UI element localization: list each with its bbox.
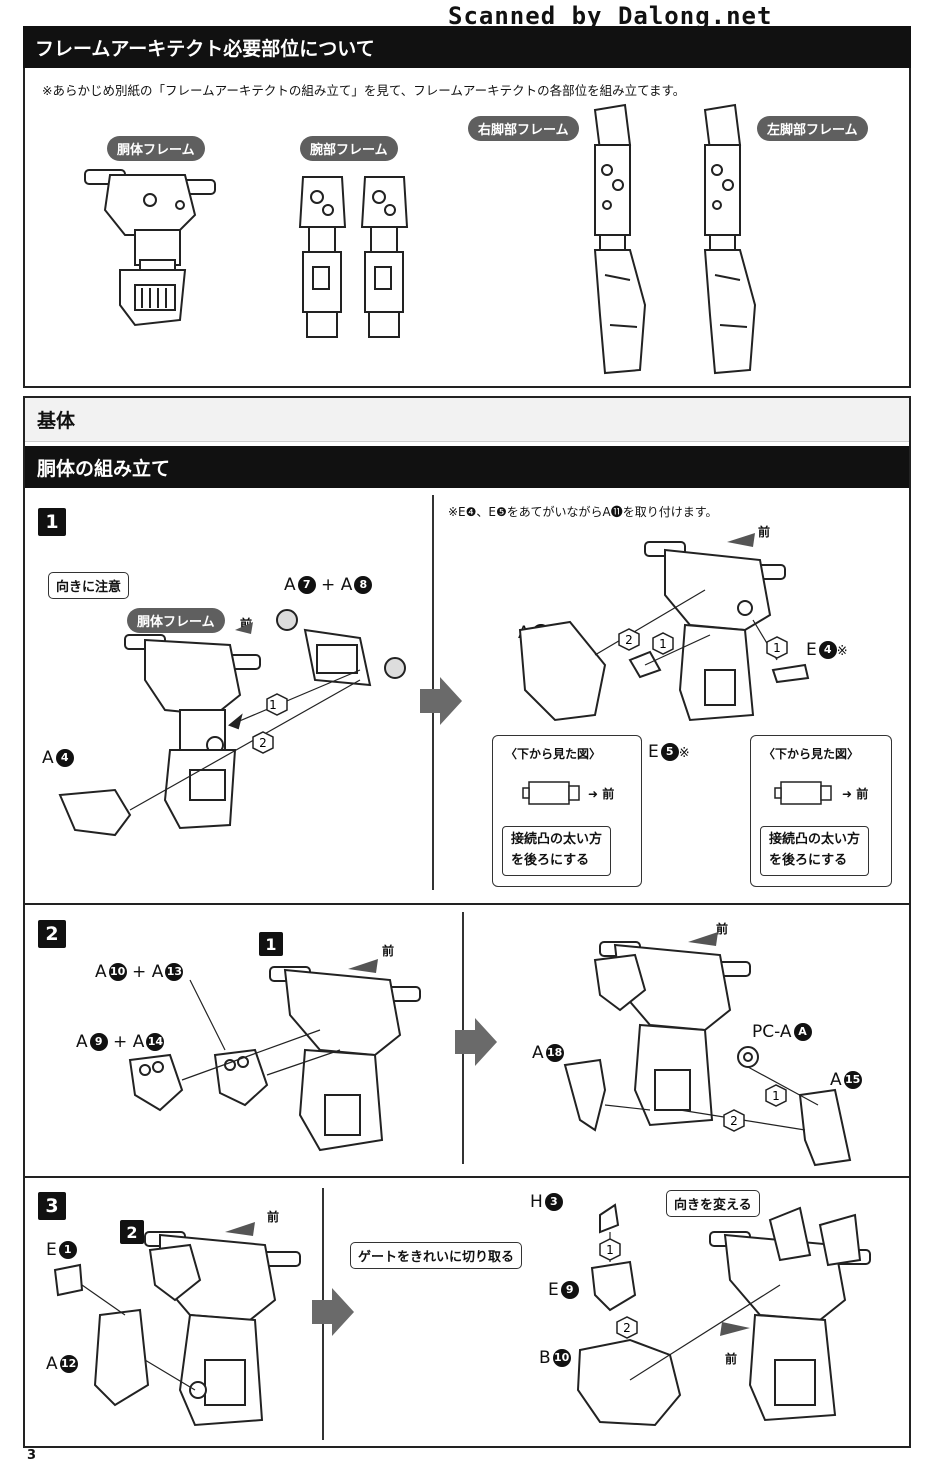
- step-1-right-front-label: 前: [758, 525, 771, 539]
- step-1-seq-1-e4: 1: [773, 641, 781, 655]
- step-3-flow-arrow: [312, 1288, 354, 1336]
- step-2-seq-2: 2: [730, 1114, 738, 1128]
- step-2-left-illustration: [128, 959, 421, 1152]
- frame-section-note: ※あらかじめ別紙の「フレームアーキテクトの組み立て」を見て、フレームアーキテクト…: [42, 83, 686, 98]
- part-pill-right-leg-frame: 右脚部フレーム: [468, 116, 579, 141]
- step-3-right-illustration: 1 2: [576, 1203, 871, 1427]
- step-2-ref-number: 1: [259, 932, 283, 956]
- bottom-view-note-left: 接続凸の太い方 を後ろにする: [502, 826, 612, 876]
- page-number: 3: [27, 1448, 37, 1463]
- step-3-number: 3: [38, 1192, 66, 1220]
- step-1-note: ※E❹、E❺をあてがいながらA⓫を取り付けます。: [448, 505, 718, 519]
- step-2-right-illustration: 1 2: [563, 932, 852, 1167]
- part-pill-left-leg-frame: 左脚部フレーム: [757, 116, 868, 141]
- step-1-number: 1: [38, 508, 66, 536]
- bottom-view-note-right: 接続凸の太い方 を後ろにする: [760, 826, 870, 876]
- step-3-front-label: 前: [267, 1210, 280, 1224]
- bottom-view-note-left-line-1: 接続凸の太い方: [511, 832, 603, 847]
- left-leg-frame-illustration: [703, 103, 757, 375]
- arm-frame-illustration-right: [360, 176, 409, 338]
- step-1-seq-1-right: 1: [659, 637, 667, 651]
- torso-frame-illustration: [84, 169, 216, 327]
- step-1-torso-frame-pill: 胴体フレーム: [127, 608, 225, 633]
- step-2-right-front-label: 前: [716, 922, 729, 936]
- base-section-title: 基体: [25, 398, 909, 442]
- frame-section-title: フレームアーキテクト必要部位について: [23, 26, 911, 68]
- step-1-right-illustration: 2 1 1: [518, 533, 810, 722]
- step-1-left-illustration: 1 2: [58, 609, 406, 837]
- change-orientation-note: 向きを変える: [666, 1190, 760, 1217]
- step-1-seq-2-left: 2: [259, 736, 267, 750]
- step-2-number: 2: [38, 920, 66, 948]
- step-1-flow-arrow: [420, 677, 462, 725]
- right-leg-frame-illustration: [593, 103, 647, 375]
- step-2-flow-arrow: [455, 1018, 497, 1066]
- arm-frame-illustration-left: [298, 176, 347, 338]
- step-3-left-illustration: [53, 1222, 301, 1427]
- step-3-divider-top: [25, 1176, 909, 1178]
- bottom-view-note-left-line-2: を後ろにする: [511, 852, 590, 868]
- bottom-view-note-right-line-2: を後ろにする: [769, 852, 848, 868]
- torso-assembly-title: 胴体の組み立て: [25, 446, 909, 488]
- part-pill-arm-frame: 腕部フレーム: [300, 136, 398, 161]
- bottom-view-part-left: [522, 781, 580, 805]
- watermark: Scanned by Dalong.net: [448, 2, 773, 30]
- part-pill-torso-frame: 胴体フレーム: [107, 136, 205, 161]
- bottom-view-front-left: ➜ 前: [588, 787, 615, 801]
- bottom-view-title-right: 〈下から見た図〉: [763, 747, 860, 761]
- bottom-view-front-right: ➜ 前: [842, 787, 869, 801]
- step-3-right-front-label: 前: [725, 1352, 738, 1366]
- step-1-seq-1-left: 1: [269, 698, 277, 712]
- step-3-seq-1: 1: [606, 1243, 614, 1257]
- step-2-divider-top: [25, 903, 909, 905]
- caution-orientation-label: 向きに注意: [48, 572, 130, 599]
- bottom-view-note-right-line-1: 接続凸の太い方: [769, 832, 861, 847]
- bottom-view-title-left: 〈下から見た図〉: [505, 747, 602, 761]
- step-2-seq-1: 1: [772, 1089, 780, 1103]
- gate-trim-note: ゲートをきれいに切り取る: [350, 1242, 523, 1269]
- step-2-front-label: 前: [382, 944, 395, 958]
- step-3-ref-number: 2: [120, 1220, 144, 1244]
- bottom-view-part-right: [774, 781, 832, 805]
- step-3-seq-2: 2: [623, 1321, 631, 1335]
- step-1-seq-2-right: 2: [625, 633, 633, 647]
